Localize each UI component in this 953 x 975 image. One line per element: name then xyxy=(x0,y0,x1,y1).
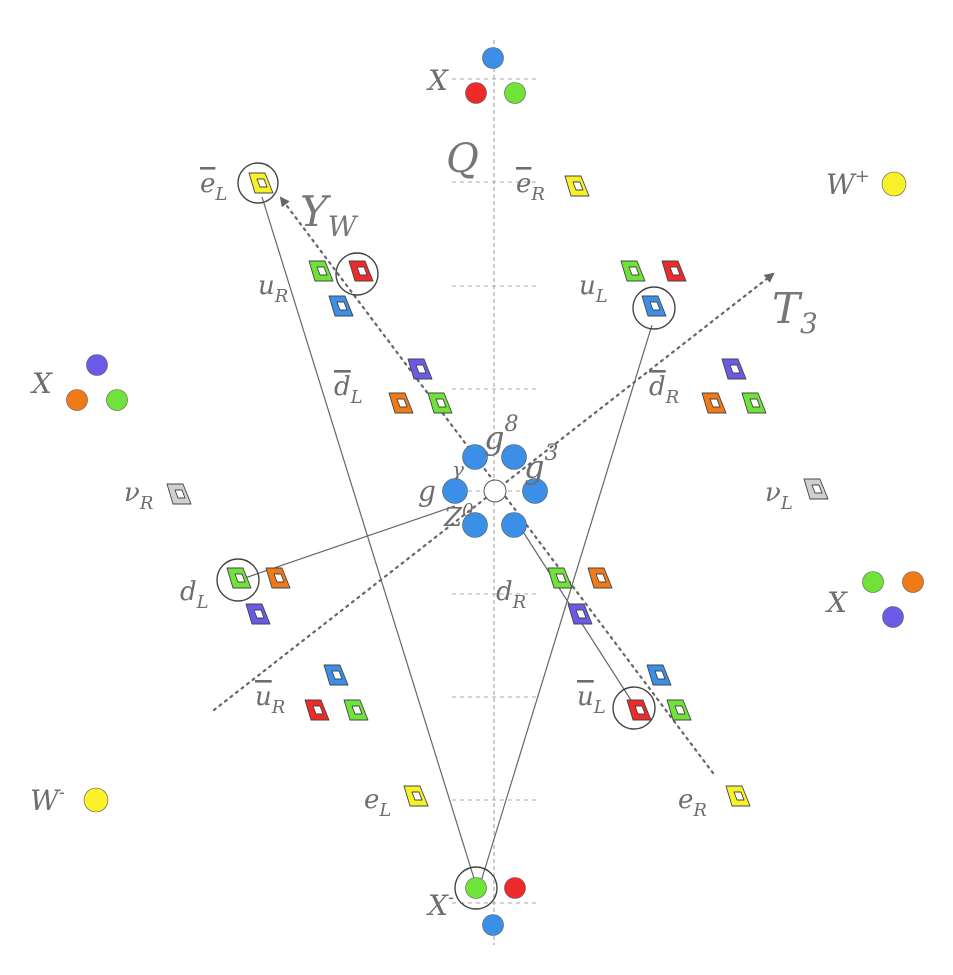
x-right-violet-dot xyxy=(882,606,904,628)
dL-violet-glyph xyxy=(245,603,271,625)
eRbar-glyph xyxy=(564,175,590,197)
x-left-orange-dot xyxy=(66,389,88,411)
x-left-green-dot xyxy=(106,389,128,411)
x-bottom-red-dot xyxy=(504,877,526,899)
x-top-green-dot xyxy=(504,82,526,104)
dLbar-green-glyph xyxy=(427,392,453,414)
uR-blue-glyph xyxy=(328,295,354,317)
fermion-glyphs xyxy=(166,172,829,807)
eL-label: eL xyxy=(364,785,391,821)
dLbar-label: dL xyxy=(334,372,363,408)
dR-violet-glyph xyxy=(567,603,593,625)
t3-axis-label: T3 xyxy=(772,284,818,340)
photon-dot xyxy=(483,479,507,503)
nuL-label: νL xyxy=(765,478,793,514)
uL-red-glyph xyxy=(661,260,687,282)
uR-red-glyph xyxy=(348,260,374,282)
gauge-boson-hexagon: g g8 g3 γ Z0 xyxy=(418,412,558,538)
dR-label: dR xyxy=(496,577,526,613)
gluon-dot-6 xyxy=(501,512,527,538)
uLbar-label: uL xyxy=(577,682,606,718)
gluon-label: g xyxy=(418,475,436,508)
w-plus-dot xyxy=(881,171,907,197)
uLbar-blue-glyph xyxy=(646,664,672,686)
x-top-blue-dot xyxy=(482,47,504,69)
eLbar-base: e xyxy=(200,169,215,199)
dL-label: dL xyxy=(180,577,209,613)
dR-orange-glyph xyxy=(587,567,613,589)
dRbar-label: dR xyxy=(649,372,679,408)
w-minus-dot xyxy=(83,787,109,813)
yw-axis-label: YW xyxy=(300,187,359,243)
eR-glyph xyxy=(725,785,751,807)
dL-green-glyph xyxy=(226,567,252,589)
uL-green-glyph xyxy=(620,260,646,282)
uLbar-red-glyph xyxy=(626,699,652,721)
w-minus-boson: W- xyxy=(30,782,109,817)
nuR-label: νR xyxy=(124,478,153,514)
gamma-label: γ xyxy=(452,457,464,481)
nuL-glyph xyxy=(803,478,829,500)
dRbar-orange-glyph xyxy=(701,392,727,414)
uLbar-green-glyph xyxy=(666,699,692,721)
uL-label: uL xyxy=(579,271,608,307)
z0-label: Z0 xyxy=(443,500,474,533)
dRbar-violet-glyph xyxy=(721,358,747,380)
eLbar-label: eL xyxy=(200,169,227,205)
gluon-dot-5 xyxy=(462,512,488,538)
x-top-red-dot xyxy=(465,82,487,104)
q-axis-label: Q xyxy=(446,136,479,182)
x-boson-top: X xyxy=(426,47,526,104)
uRbar-green-glyph xyxy=(343,699,369,721)
x-right-green-dot xyxy=(862,571,884,593)
uR-label: uR xyxy=(258,271,288,307)
w-plus-label: W+ xyxy=(826,166,870,201)
x-boson-right: X xyxy=(825,571,924,628)
x-boson-bottom: X- xyxy=(426,866,526,936)
uRbar-red-glyph xyxy=(304,699,330,721)
dLbar-violet-glyph xyxy=(407,358,433,380)
uRbar-label: uR xyxy=(255,682,285,718)
nuR-glyph xyxy=(166,483,192,505)
w-minus-label: W- xyxy=(30,782,65,817)
dR-green-glyph xyxy=(547,567,573,589)
eRbar-label: eR xyxy=(516,169,545,205)
uR-green-glyph xyxy=(308,260,334,282)
x-bottom-blue-dot xyxy=(482,914,504,936)
uRbar-blue-glyph xyxy=(323,664,349,686)
dL-orange-glyph xyxy=(265,567,291,589)
x-left-label: X xyxy=(30,367,53,400)
dRbar-green-glyph xyxy=(741,392,767,414)
eL-glyph xyxy=(403,785,429,807)
gluon-dot-4 xyxy=(522,478,548,504)
uL-blue-glyph xyxy=(641,295,667,317)
gluon-dot-3 xyxy=(442,478,468,504)
x-left-violet-dot xyxy=(86,354,108,376)
g8-label: g8 xyxy=(484,412,518,457)
x-top-label: X xyxy=(426,64,449,97)
x-bottom-label: X- xyxy=(426,887,454,922)
eR-label: eR xyxy=(678,785,707,821)
x-right-orange-dot xyxy=(902,571,924,593)
gluon-dot-1 xyxy=(462,444,488,470)
t3-axis-line xyxy=(212,272,775,712)
gluon-dot-2 xyxy=(501,444,527,470)
w-plus-boson: W+ xyxy=(826,166,907,201)
eLbar-glyph xyxy=(248,172,274,194)
dLbar-orange-glyph xyxy=(388,392,414,414)
g3-label: g3 xyxy=(524,441,558,486)
x-bottom-highlight-ring xyxy=(454,866,498,910)
x-boson-left: X xyxy=(30,354,128,411)
highlight-rings xyxy=(216,162,676,730)
x-bottom-green-dot xyxy=(465,877,487,899)
x-right-label: X xyxy=(825,586,848,619)
